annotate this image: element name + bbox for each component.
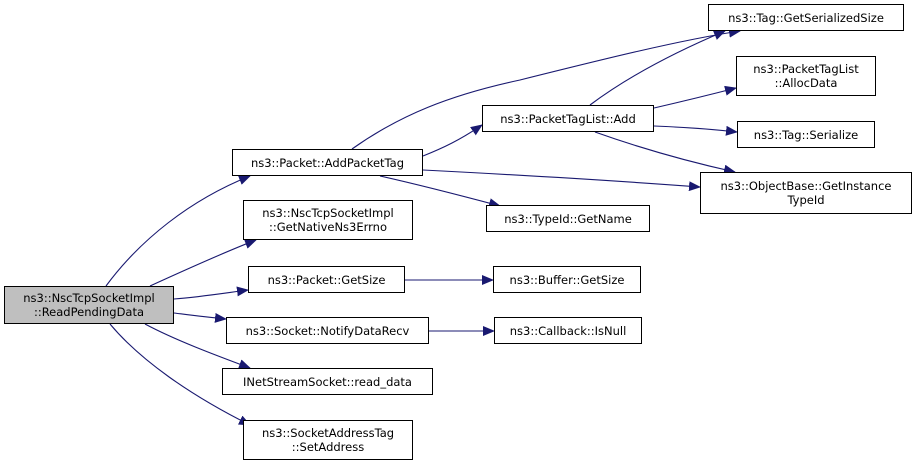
node-packet-get-size-label: ns3::Packet::GetSize [267, 272, 386, 287]
edge-root-to-get-native-ns3-errno [149, 239, 257, 287]
edge-root-to-add-packet-tag [105, 175, 251, 287]
node-type-id-get-name-label: ns3::TypeId::GetName [504, 211, 632, 226]
node-read-data-label: INetStreamSocket::read_data [243, 374, 412, 389]
node-root: ns3::NscTcpSocketImpl ::ReadPendingData [4, 286, 174, 324]
node-get-native-ns3-errno-line-1: ns3::NscTcpSocketImpl [262, 206, 394, 220]
edge-root-to-read-data [144, 323, 251, 369]
node-packet-tag-list-add-label: ns3::PacketTagList::Add [500, 111, 636, 126]
edge-add-packet-tag-to-type-id-get-name [379, 175, 501, 208]
node-notify-data-recv-label: ns3::Socket::NotifyDataRecv [245, 323, 410, 338]
node-get-instance-type-id-line-2: TypeId [787, 193, 825, 207]
node-callback-is-null[interactable]: ns3::Callback::IsNull [494, 317, 642, 344]
node-root-line-2: ::ReadPendingData [33, 305, 145, 319]
node-get-native-ns3-errno-line-2: ::GetNativeNs3Errno [268, 220, 388, 234]
node-alloc-data-line-2: ::AllocData [774, 76, 838, 90]
edge-root-to-notify-data-recv [173, 312, 227, 323]
edge-add-packet-tag-to-tag-get-serialized-size [351, 27, 741, 150]
node-get-native-ns3-errno[interactable]: ns3::NscTcpSocketImpl ::GetNativeNs3Errn… [243, 200, 413, 240]
node-alloc-data[interactable]: ns3::PacketTagList ::AllocData [736, 56, 876, 96]
edge-packet-tag-list-add-to-tag-serialize [653, 125, 738, 136]
edge-packet-tag-list-add-to-alloc-data [653, 85, 737, 109]
node-buffer-get-size-label: ns3::Buffer::GetSize [509, 272, 625, 287]
node-type-id-get-name[interactable]: ns3::TypeId::GetName [486, 205, 650, 232]
edge-packet-tag-list-add-to-get-instance-type-id [594, 131, 736, 175]
node-notify-data-recv[interactable]: ns3::Socket::NotifyDataRecv [226, 317, 429, 344]
node-tag-serialize[interactable]: ns3::Tag::Serialize [737, 121, 875, 148]
node-get-instance-type-id-line-1: ns3::ObjectBase::GetInstance [720, 179, 892, 193]
node-tag-get-serialized-size[interactable]: ns3::Tag::GetSerializedSize [708, 4, 904, 31]
edge-add-packet-tag-to-packet-tag-list-add [422, 124, 483, 157]
node-tag-serialize-label: ns3::Tag::Serialize [753, 127, 859, 142]
node-buffer-get-size[interactable]: ns3::Buffer::GetSize [493, 266, 641, 293]
node-root-line-1: ns3::NscTcpSocketImpl [23, 291, 155, 305]
node-set-address-line-2: ::SetAddress [291, 440, 365, 454]
node-read-data[interactable]: INetStreamSocket::read_data [222, 368, 433, 395]
node-add-packet-tag[interactable]: ns3::Packet::AddPacketTag [232, 149, 423, 176]
edge-packet-tag-list-add-to-tag-get-serialized-size [589, 30, 726, 106]
node-set-address-line-1: ns3::SocketAddressTag [261, 426, 395, 440]
node-set-address[interactable]: ns3::SocketAddressTag ::SetAddress [243, 420, 413, 460]
node-packet-tag-list-add[interactable]: ns3::PacketTagList::Add [482, 105, 654, 132]
node-tag-get-serialized-size-label: ns3::Tag::GetSerializedSize [728, 10, 884, 25]
edge-root-to-packet-get-size [173, 286, 249, 300]
edge-add-packet-tag-to-get-instance-type-id [422, 169, 701, 192]
edge-root-to-set-address [109, 323, 251, 426]
node-get-instance-type-id[interactable]: ns3::ObjectBase::GetInstance TypeId [700, 172, 912, 214]
node-callback-is-null-label: ns3::Callback::IsNull [509, 323, 627, 338]
node-packet-get-size[interactable]: ns3::Packet::GetSize [248, 266, 405, 293]
node-alloc-data-line-1: ns3::PacketTagList [753, 62, 859, 76]
node-add-packet-tag-label: ns3::Packet::AddPacketTag [250, 155, 405, 170]
